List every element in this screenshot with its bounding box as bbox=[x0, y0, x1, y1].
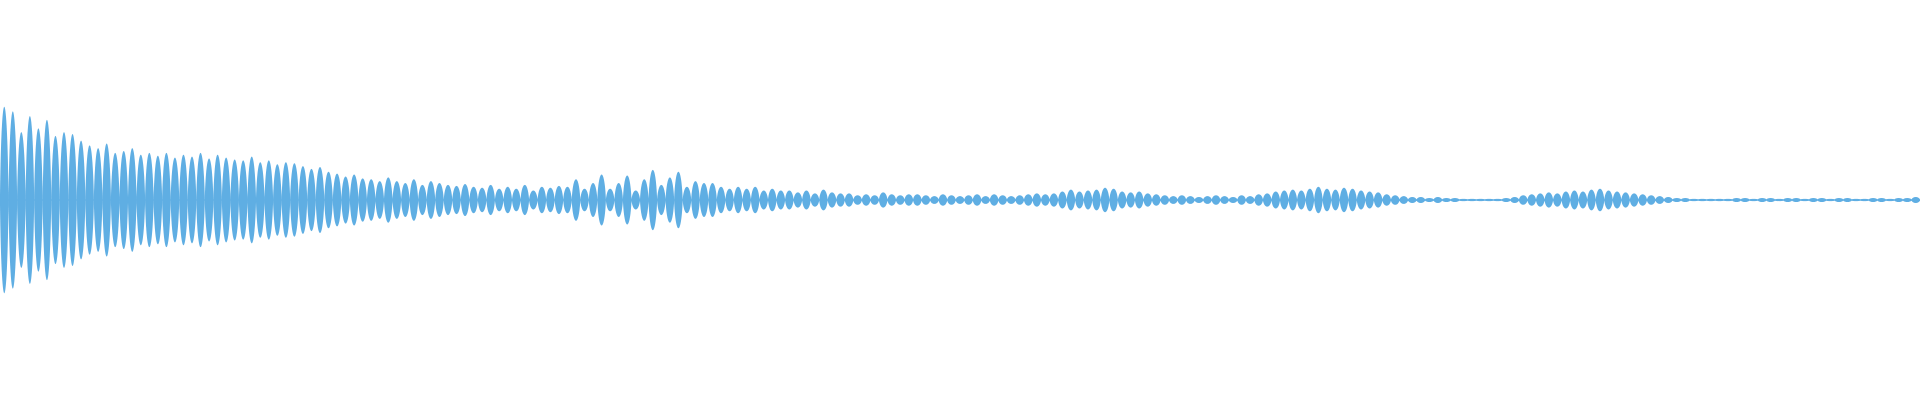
waveform-baseline bbox=[0, 199, 1920, 201]
